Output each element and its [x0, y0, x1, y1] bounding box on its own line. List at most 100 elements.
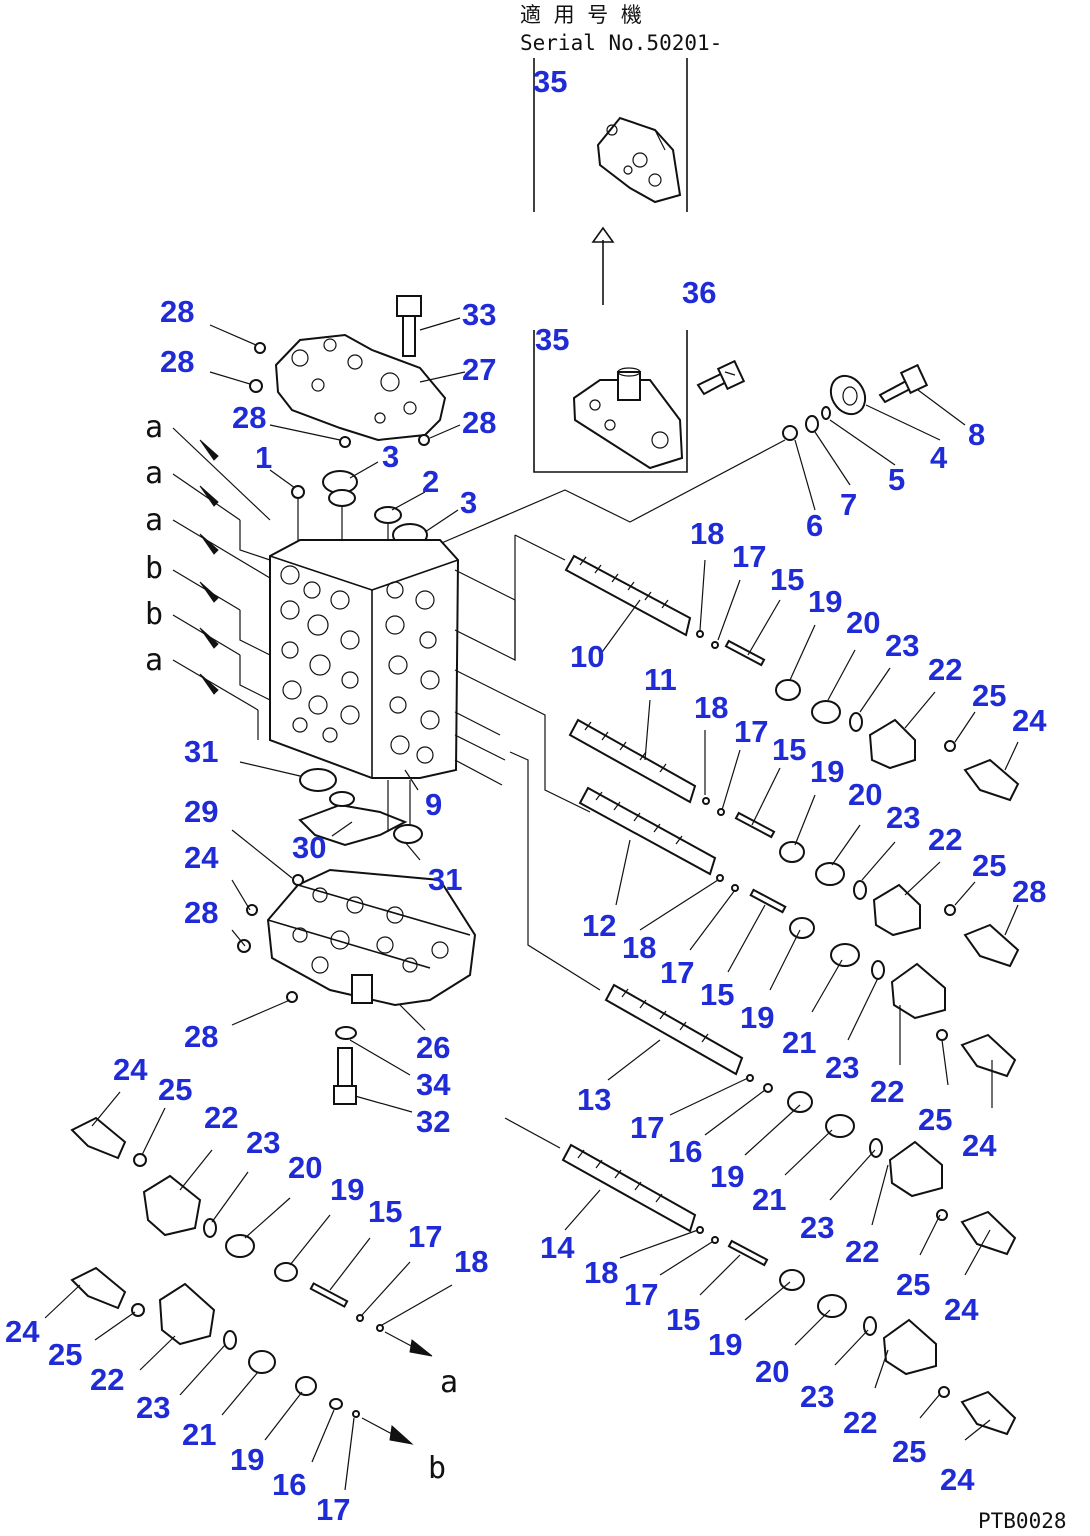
- callout-32: 32: [416, 1104, 450, 1139]
- o-ring-31-a: [299, 768, 337, 792]
- variant-box: [533, 330, 688, 473]
- plug-28-a: [254, 342, 266, 354]
- callout-1: 1: [255, 440, 272, 475]
- spool-end-assembly-row3: [716, 874, 1017, 1078]
- spool-end-assembly-row2: [702, 797, 1020, 968]
- callout-14: 14: [540, 1230, 575, 1265]
- callout-24: 24: [940, 1462, 975, 1497]
- callout-30: 30: [292, 830, 326, 865]
- callout-23: 23: [885, 628, 919, 663]
- callout-25: 25: [158, 1072, 192, 1107]
- callout-17: 17: [316, 1492, 350, 1527]
- callout-23: 23: [136, 1390, 170, 1425]
- callout-22: 22: [843, 1405, 877, 1440]
- spool-end-assembly-row1: [696, 630, 1020, 802]
- callout-15: 15: [700, 977, 734, 1012]
- callout-18: 18: [690, 516, 724, 551]
- callout-18: 18: [622, 930, 656, 965]
- spool-axis-lines: [454, 534, 601, 1149]
- valve-housing-26: [266, 868, 477, 1007]
- callout-16: 16: [272, 1467, 306, 1502]
- spool-10: [564, 554, 692, 637]
- callout-17: 17: [734, 714, 768, 749]
- bolt-8: [878, 363, 929, 404]
- spool-13: [604, 983, 744, 1076]
- callout-22: 22: [928, 822, 962, 857]
- callout-24: 24: [113, 1052, 148, 1087]
- callout-16: 16: [668, 1134, 702, 1169]
- poppets-upper: [291, 470, 428, 560]
- callout-10: 10: [570, 639, 604, 674]
- callout-20: 20: [288, 1150, 322, 1185]
- callout-18: 18: [584, 1255, 618, 1290]
- leader-lines: [44, 317, 1019, 1491]
- callout-23: 23: [246, 1125, 280, 1160]
- callout-17: 17: [408, 1219, 442, 1254]
- solenoid-valve-lower: [572, 367, 684, 470]
- callout-25: 25: [48, 1337, 82, 1372]
- plug-28-f: [237, 939, 251, 953]
- callout-24: 28: [1012, 874, 1046, 909]
- callout-19: 19: [710, 1159, 744, 1194]
- callout-33: 33: [462, 297, 496, 332]
- callout-19: 19: [740, 1000, 774, 1035]
- spring-7: [805, 415, 819, 433]
- callout-22: 22: [90, 1362, 124, 1397]
- callout-28: 28: [184, 1019, 218, 1054]
- callout-6: 6: [806, 508, 823, 543]
- plug-28-e: [246, 904, 258, 916]
- callout-19: 19: [230, 1442, 264, 1477]
- main-valve-block: [269, 539, 460, 779]
- callout-24: 24: [944, 1292, 979, 1327]
- section-letter-a5: a: [440, 1365, 458, 1400]
- bolt-36: [696, 359, 746, 396]
- part-callouts: 35 28 33 35 36 28 27 8 28 28 4 1 3 5 2 3…: [5, 64, 1047, 1527]
- callout-24: 24: [1012, 703, 1047, 738]
- callout-28: 28: [160, 294, 194, 329]
- callout-26: 26: [416, 1030, 450, 1065]
- callout-25: 25: [892, 1434, 926, 1469]
- section-letter-a2: a: [145, 456, 163, 491]
- callout-28: 28: [462, 405, 496, 440]
- callout-15: 15: [770, 562, 804, 597]
- callout-17: 17: [630, 1110, 664, 1145]
- callout-29: 29: [184, 794, 218, 829]
- callout-36: 36: [682, 275, 716, 310]
- section-arrows-left: [172, 427, 271, 740]
- callout-22: 22: [870, 1074, 904, 1109]
- valve-housing-27: [274, 333, 447, 442]
- callout-19: 19: [708, 1327, 742, 1362]
- plug-6: [782, 425, 798, 441]
- callout-5: 5: [888, 462, 905, 497]
- callout-20: 20: [848, 777, 882, 812]
- serial-number-label: Serial No.50201-: [520, 31, 722, 55]
- callout-35: 35: [535, 322, 569, 357]
- callout-2: 2: [422, 464, 439, 499]
- cover-4: [829, 374, 867, 416]
- left-end-assembly-lower: [70, 1266, 414, 1445]
- callout-22: 22: [204, 1100, 238, 1135]
- callout-28: 28: [184, 895, 218, 930]
- plug-28-g: [286, 991, 298, 1003]
- callout-23: 23: [886, 800, 920, 835]
- left-end-assembly-upper: [70, 1116, 433, 1357]
- callout-17: 17: [624, 1277, 658, 1312]
- spool-11: [568, 718, 697, 804]
- callout-35-top: 35: [533, 64, 567, 99]
- axis-line-relief: [429, 439, 786, 549]
- callout-17: 17: [732, 539, 766, 574]
- callout-3: 3: [382, 439, 399, 474]
- callout-19: 19: [808, 584, 842, 619]
- callout-25: 25: [896, 1267, 930, 1302]
- section-letter-a3: a: [145, 503, 163, 538]
- callout-31: 31: [428, 862, 462, 897]
- washer-34: [335, 1026, 357, 1040]
- callout-19: 19: [810, 754, 844, 789]
- callout-8: 8: [968, 417, 985, 452]
- callout-11: 11: [644, 662, 677, 697]
- callout-19: 19: [330, 1172, 364, 1207]
- plug-29: [292, 874, 304, 886]
- callout-25: 25: [972, 678, 1006, 713]
- callout-23: 23: [800, 1379, 834, 1414]
